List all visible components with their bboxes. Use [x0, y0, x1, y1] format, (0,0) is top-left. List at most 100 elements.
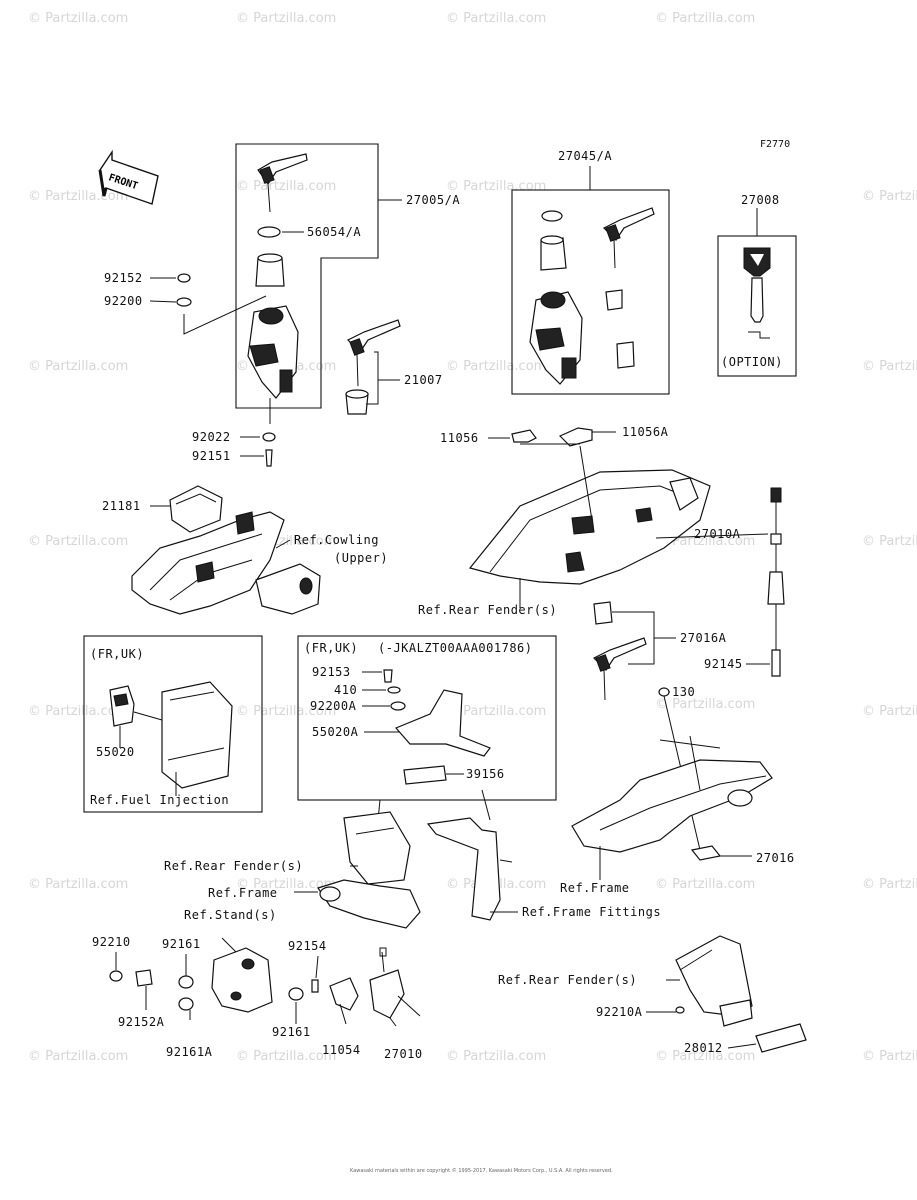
callout-27010: 27010 — [384, 1047, 423, 1061]
callout-92145: 92145 — [704, 657, 743, 671]
callout-28012: 28012 — [684, 1041, 723, 1055]
callout-27016A: 27016A — [680, 631, 727, 645]
ref-fuel-injection: Ref.Fuel Injection — [90, 793, 229, 807]
callout-27016: 27016 — [756, 851, 795, 865]
frame-fitting-icon — [426, 817, 501, 921]
callout-27010A: 27010A — [694, 527, 741, 541]
callout-92022: 92022 — [192, 430, 231, 444]
relay-55020-icon — [109, 685, 135, 727]
switch-27010-icon — [369, 969, 405, 1019]
callout-92152: 92152 — [104, 271, 143, 285]
group-outline — [83, 635, 263, 813]
watermark-text: © Partzilla.com — [28, 1049, 128, 1064]
callout-130: 130 — [672, 685, 695, 699]
washer-icon — [390, 701, 406, 711]
frame-icon — [571, 759, 773, 853]
bracket-icon — [558, 427, 593, 447]
watermark-text: © Partzilla.com — [236, 179, 336, 194]
lock-set-group — [511, 166, 670, 395]
ignition-switch-group — [149, 143, 402, 467]
box-region-label: (FR,UK) — [90, 647, 144, 661]
callout-39156: 39156 — [466, 767, 505, 781]
serial-range: (-JKALZT00AAA001786) — [378, 641, 533, 655]
ref-frame-right: Ref.Frame — [560, 881, 630, 895]
callout-92210: 92210 — [92, 935, 131, 949]
watermark-text: © Partzilla.com — [862, 189, 917, 204]
watermark-text: © Partzilla.com — [236, 704, 336, 719]
rear-fender-icon — [343, 811, 411, 885]
ref-cowling-upper: (Upper) — [334, 551, 388, 565]
ref-cowling: Ref.Cowling — [294, 533, 379, 547]
ref-frame-left: Ref.Frame — [208, 886, 278, 900]
nut-icon — [262, 432, 276, 442]
washer-icon — [176, 297, 192, 307]
key-blank-icon — [748, 331, 770, 339]
option-label: (OPTION) — [721, 355, 783, 369]
nut-icon — [675, 1006, 685, 1014]
stand-switch-group — [109, 937, 421, 1027]
collar-icon — [288, 987, 304, 1001]
watermark-text: © Partzilla.com — [862, 359, 917, 374]
callout-21181: 21181 — [102, 499, 141, 513]
bracket-55020A-icon — [394, 689, 491, 757]
callout-92161-bottom: 92161 — [272, 1025, 311, 1039]
callout-55020A: 55020A — [312, 725, 359, 739]
cylinder-icon — [605, 289, 623, 311]
callout-410: 410 — [334, 683, 357, 697]
watermark-text: © Partzilla.com — [655, 877, 755, 892]
watermark-text: © Partzilla.com — [446, 359, 546, 374]
washer-icon — [135, 969, 153, 987]
watermark-text: © Partzilla.com — [446, 179, 546, 194]
bracket-icon — [511, 429, 537, 443]
watermark-text: © Partzilla.com — [446, 11, 546, 26]
bracket-icon — [719, 999, 753, 1027]
watermark-text: © Partzilla.com — [446, 704, 546, 719]
fr-uk-left-box: (FR,UK) 55020 Ref.Fuel Injection — [83, 635, 263, 813]
ref-rear-fender: Ref.Rear Fender(s) — [418, 603, 557, 617]
watermark-text: © Partzilla.com — [655, 1049, 755, 1064]
watermark-text: © Partzilla.com — [862, 877, 917, 892]
callout-21007: 21007 — [404, 373, 443, 387]
bolt-icon — [658, 687, 670, 697]
cylinder-icon — [593, 601, 613, 625]
reflector-28012-icon — [755, 1023, 807, 1053]
reflector-group — [646, 935, 807, 1053]
watermark-text: © Partzilla.com — [28, 359, 128, 374]
collar-icon — [178, 997, 194, 1011]
watermark-text: © Partzilla.com — [446, 1049, 546, 1064]
frame-right-group — [571, 735, 773, 880]
watermark-text: © Partzilla.com — [236, 877, 336, 892]
watermark-text: © Partzilla.com — [28, 534, 128, 549]
watermark-text: © Partzilla.com — [28, 877, 128, 892]
watermark-text: © Partzilla.com — [28, 11, 128, 26]
figure-code: F2770 — [760, 139, 790, 150]
key-icon — [592, 637, 647, 701]
cylinder-icon — [616, 341, 635, 369]
copyright-text: Kawasaki materials within are copyright … — [350, 1167, 613, 1174]
bracket-icon — [690, 845, 722, 861]
watermark-text: © Partzilla.com — [655, 534, 755, 549]
stand-bracket-icon — [211, 947, 273, 1013]
callout-27005A: 27005/A — [406, 193, 460, 207]
callout-92210A: 92210A — [596, 1005, 643, 1019]
watermark-text: © Partzilla.com — [862, 534, 917, 549]
cowling-stay-group — [131, 485, 321, 615]
watermark-text: © Partzilla.com — [655, 697, 755, 712]
switch-body-icon — [247, 305, 299, 424]
ref-frame-fittings: Ref.Frame Fittings — [522, 905, 661, 919]
bolt-icon — [177, 273, 191, 283]
callout-55020: 55020 — [96, 745, 135, 759]
washer-icon — [541, 210, 563, 222]
collar-icon — [178, 975, 194, 989]
callout-27008: 27008 — [741, 193, 780, 207]
callout-92200: 92200 — [104, 294, 143, 308]
callout-92153: 92153 — [312, 665, 351, 679]
key-21007-icon — [345, 319, 401, 415]
watermark-text: © Partzilla.com — [862, 1049, 917, 1064]
group-outline — [235, 143, 379, 409]
frame-icon — [317, 879, 421, 929]
cable-icon — [767, 571, 785, 605]
callout-92161A: 92161A — [166, 1045, 213, 1059]
rear-fender-group — [468, 427, 711, 585]
